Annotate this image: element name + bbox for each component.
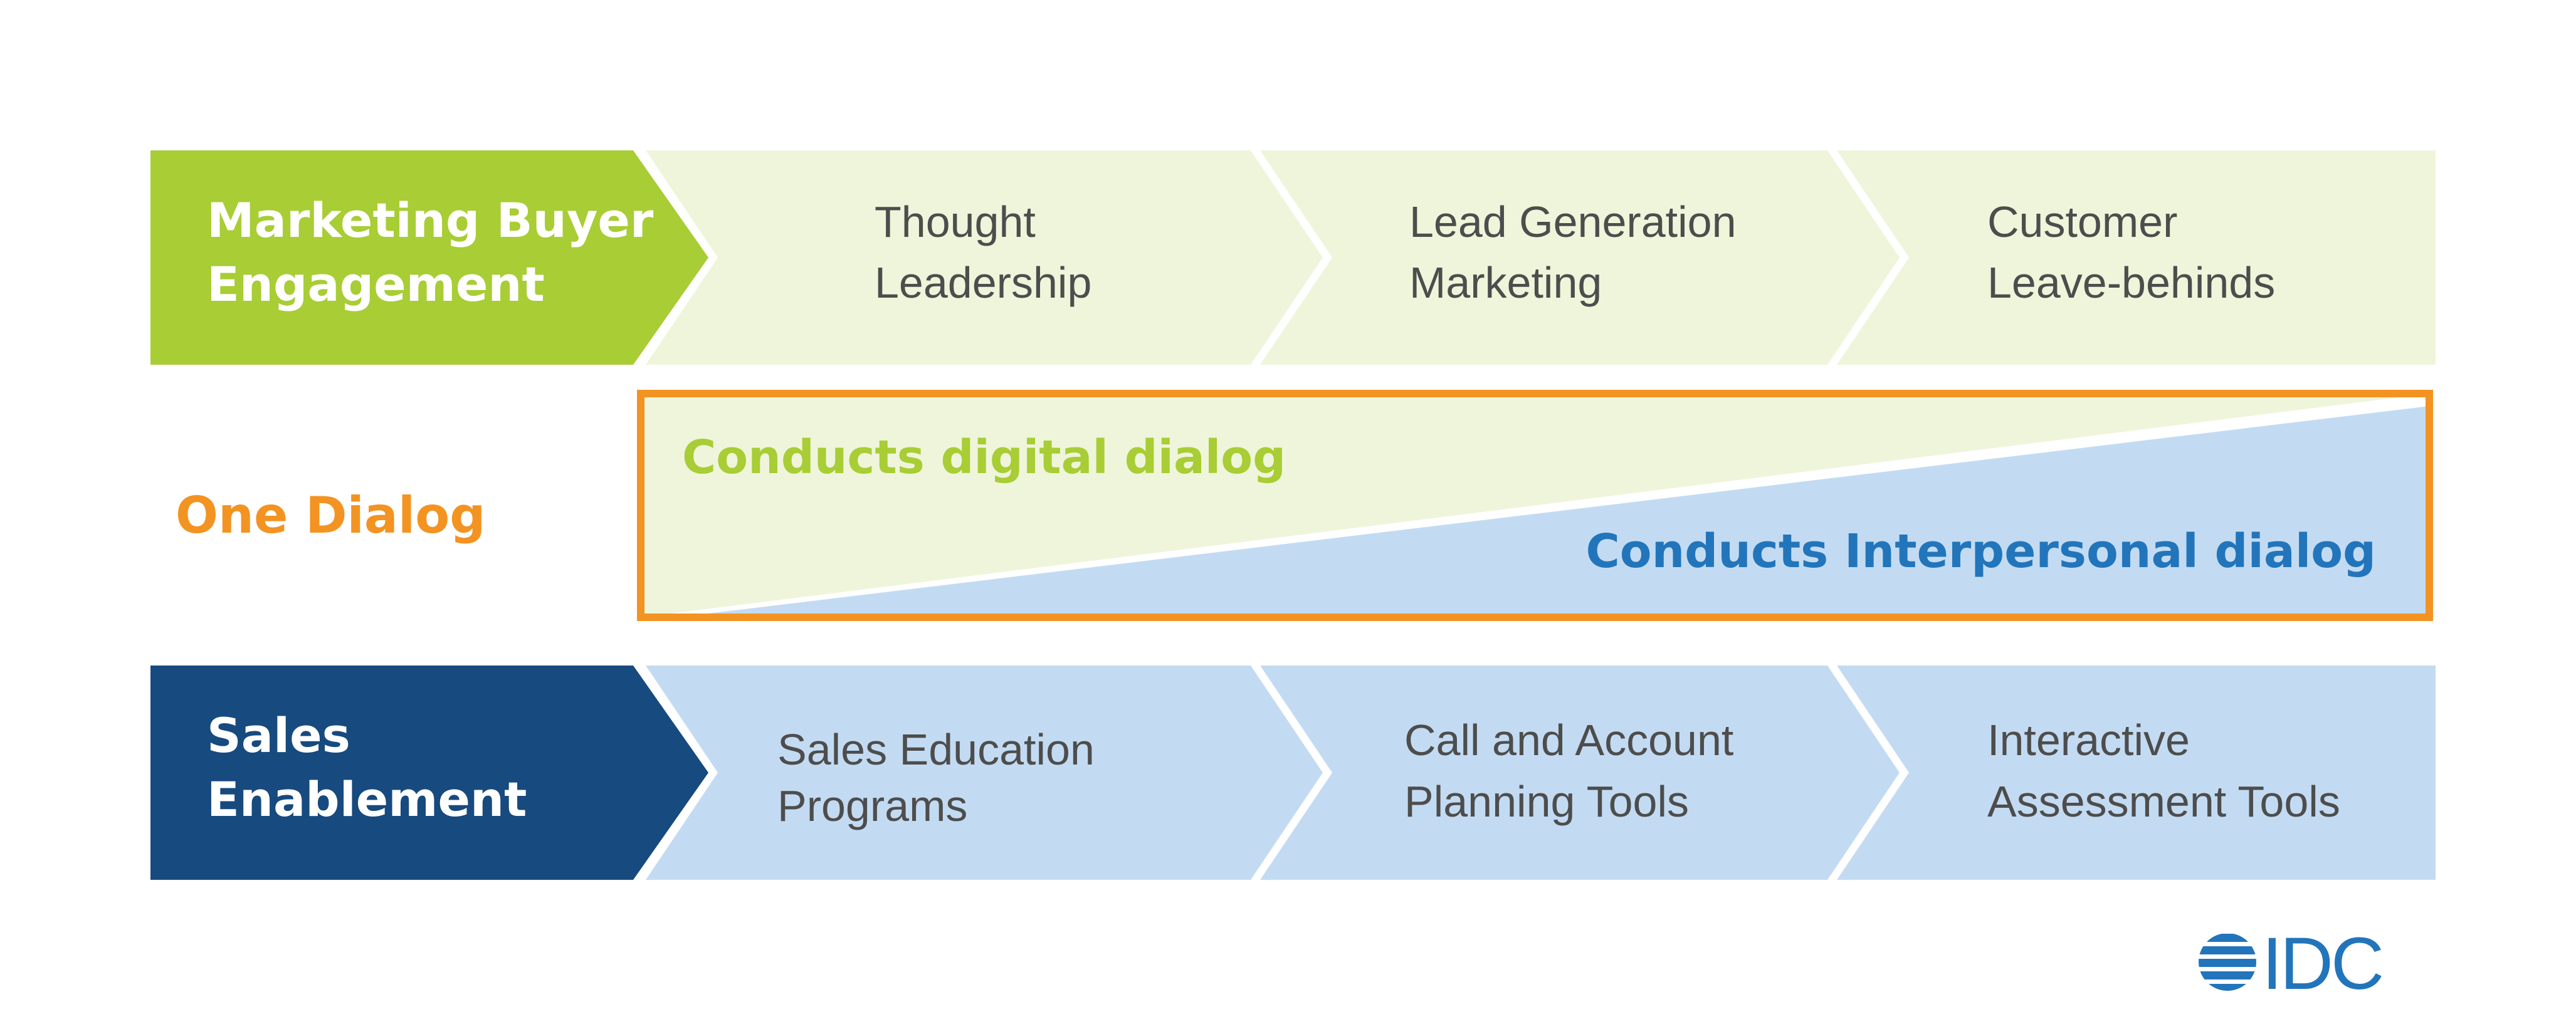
dialog-row: One Dialog Conducts digital dialog Condu… xyxy=(176,390,2433,621)
sales-step-1-chevron xyxy=(646,666,1323,880)
interpersonal-dialog-text: Conducts Interpersonal dialog xyxy=(1585,525,2376,578)
marketing-label-chevron xyxy=(150,150,708,365)
idc-logo: IDC xyxy=(2199,922,2384,1005)
sales-step-3-line2: Assessment Tools xyxy=(1987,777,2340,826)
marketing-step-1-chevron xyxy=(646,150,1323,365)
sales-step-2-line1: Call and Account xyxy=(1404,716,1733,765)
marketing-step-1-line2: Leadership xyxy=(875,258,1091,307)
marketing-step-2-chevron xyxy=(1260,150,1900,365)
digital-dialog-text: Conducts digital dialog xyxy=(682,431,1286,484)
sales-label-line2: Enablement xyxy=(207,771,527,827)
sales-step-3-line1: Interactive xyxy=(1987,716,2190,765)
sales-label-line1: Sales xyxy=(207,708,350,763)
sales-step-2-chevron xyxy=(1260,666,1900,880)
marketing-step-2-line1: Lead Generation xyxy=(1409,197,1737,246)
interpersonal-dialog-region xyxy=(677,406,2429,617)
marketing-step-3-line2: Leave-behinds xyxy=(1987,258,2275,307)
sales-row: Sales Enablement Sales Education Program… xyxy=(150,666,2436,880)
sales-step-1-line1: Sales Education xyxy=(777,725,1095,774)
one-dialog-label: One Dialog xyxy=(176,486,486,545)
marketing-label-line1: Marketing Buyer xyxy=(207,192,654,248)
marketing-label-line2: Engagement xyxy=(207,256,545,312)
globe-icon xyxy=(2199,934,2256,991)
marketing-row: Marketing Buyer Engagement Thought Leade… xyxy=(150,150,2436,365)
idc-logo-text: IDC xyxy=(2262,922,2382,1005)
digital-dialog-region xyxy=(641,394,2429,617)
marketing-step-2-line2: Marketing xyxy=(1409,258,1602,307)
dialog-frame xyxy=(637,390,2433,621)
marketing-step-3-chevron xyxy=(1837,150,2436,365)
sales-label-chevron xyxy=(150,666,708,880)
sales-step-3-chevron xyxy=(1837,666,2436,880)
sales-step-1-line2: Programs xyxy=(777,781,967,830)
marketing-step-1-line1: Thought xyxy=(875,197,1036,246)
sales-step-2-line2: Planning Tools xyxy=(1404,777,1689,826)
marketing-step-3-line1: Customer xyxy=(1987,197,2177,246)
